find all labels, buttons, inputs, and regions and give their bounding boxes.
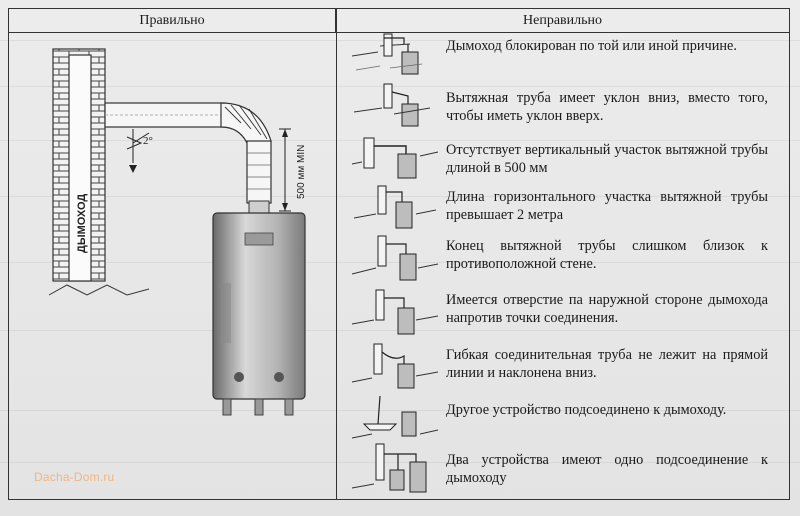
- incorrect-item-two-devices: Два устройства имеют одно подсоединение …: [446, 452, 768, 486]
- incorrect-item-opening-opposite: Имеется отверстие па наружной стороне ды…: [446, 292, 768, 326]
- wrong-installation-thumbnail-icon: [351, 343, 439, 389]
- watermark: Dacha-Dom.ru: [34, 470, 115, 484]
- wrong-installation-thumbnail-icon: [353, 185, 437, 229]
- wrong-installation-thumbnail-icon: [353, 83, 431, 127]
- bleed-line: [0, 40, 800, 41]
- correct-diagram-svg: ДЫМОХОД 2° 500 мм M: [48, 48, 307, 416]
- height-label: 500 мм MIN: [296, 145, 307, 199]
- floor-line: [48, 284, 150, 296]
- wrong-installation-thumbnail-icon: [351, 33, 423, 75]
- wrong-installation-thumbnail-icon: [351, 395, 439, 439]
- incorrect-item-no-vertical-section: Отсутствует вертикальный участок вытяжно…: [446, 142, 768, 176]
- brick-chimney-icon: [52, 48, 106, 282]
- bleed-line: [0, 410, 800, 411]
- bleed-line: [0, 86, 800, 87]
- incorrect-item-other-device: Другое устройство подсоединено к дымоход…: [446, 402, 727, 418]
- incorrect-item-horizontal-too-long: Длина горизонтального участка вытяжной т…: [446, 189, 768, 223]
- incorrect-item-downward-slope: Вытяжная труба имеет уклон вниз, вместо …: [446, 90, 768, 124]
- slope-angle-indicator: [126, 129, 150, 173]
- bleed-line: [0, 196, 800, 197]
- incorrect-item-blocked-chimney: Дымоход блокирован по той или иной причи…: [446, 38, 737, 54]
- header-incorrect: Неправильно: [336, 9, 789, 33]
- incorrect-item-flexible-pipe-sloped: Гибкая соединительная труба не лежит на …: [446, 347, 768, 381]
- bleed-line: [0, 462, 800, 463]
- comparison-table: Правильно Неправильно ДЫМОХОД: [8, 8, 790, 500]
- wrong-installation-thumbnail-icon: [351, 443, 427, 493]
- header-correct: Правильно: [9, 9, 336, 33]
- chimney-label: ДЫМОХОД: [76, 194, 88, 253]
- bleed-line: [0, 140, 800, 141]
- wrong-installation-thumbnail-icon: [351, 235, 439, 281]
- wrong-installation-thumbnail-icon: [351, 137, 439, 179]
- correct-installation-diagram: ДЫМОХОД 2° 500 мм M: [9, 33, 336, 499]
- flue-pipe-icon: [104, 102, 272, 204]
- column-divider: [336, 9, 338, 499]
- wrong-installation-thumbnail-icon: [351, 289, 439, 335]
- height-dimension: [279, 128, 291, 212]
- angle-label: 2°: [143, 135, 153, 147]
- gas-water-heater-icon: [212, 200, 306, 416]
- incorrect-item-too-close-to-wall: Конец вытяжной трубы слишком близок к пр…: [446, 238, 768, 272]
